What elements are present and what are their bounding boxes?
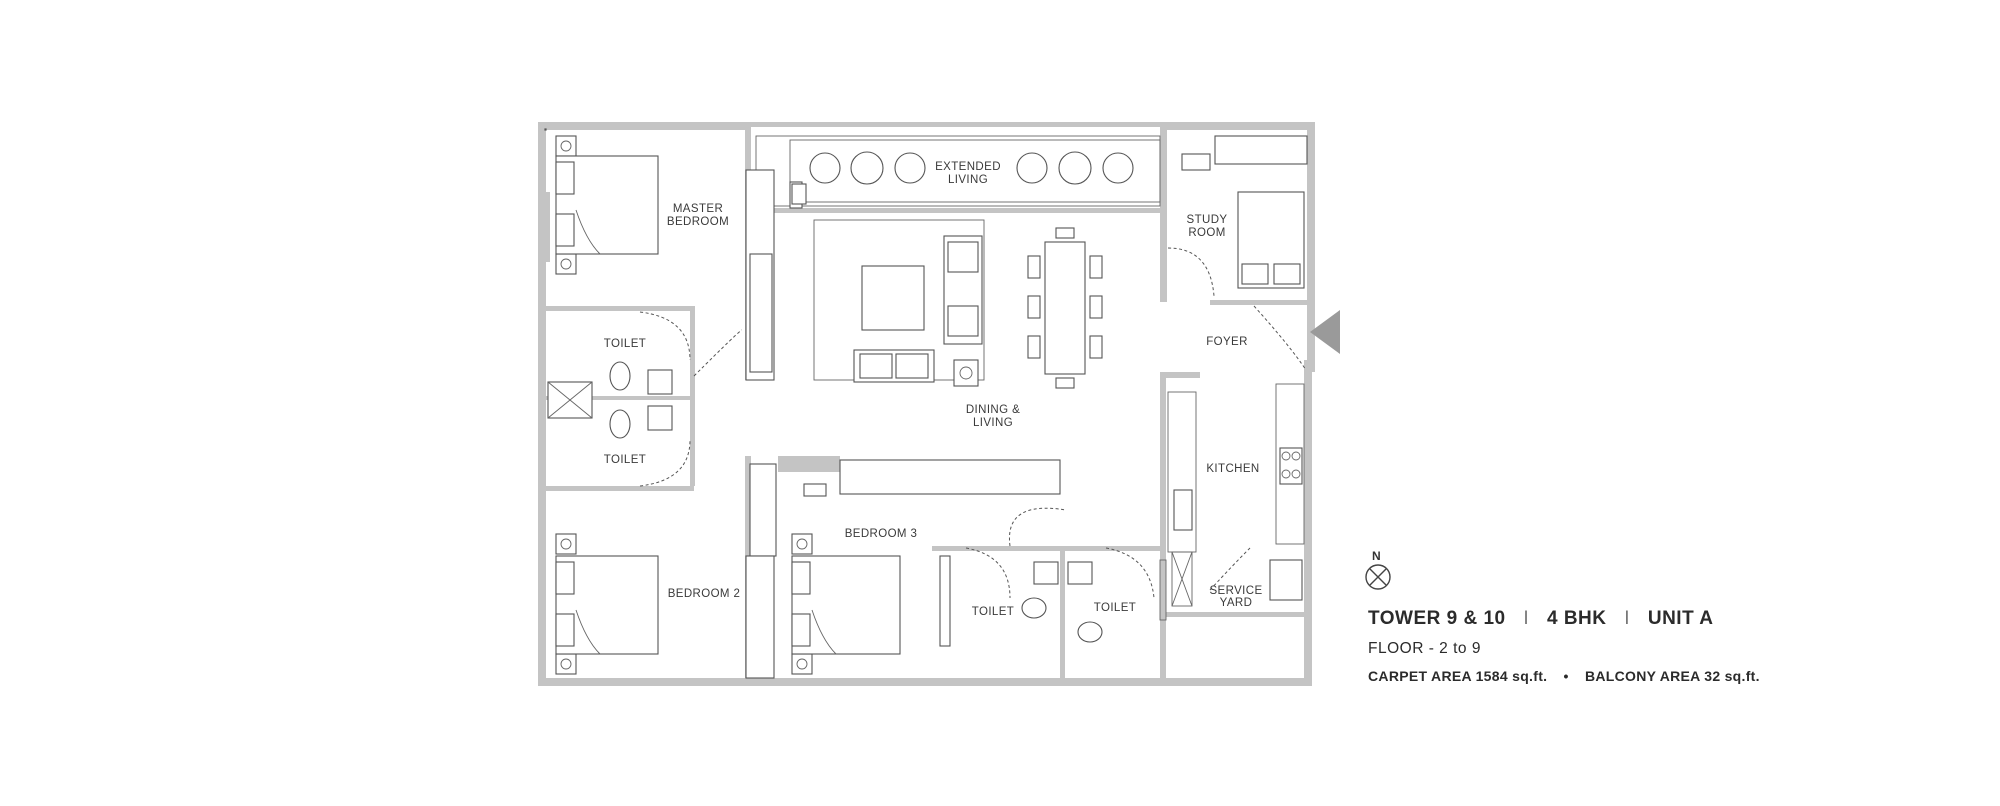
bedroom-2-furniture: [555, 463, 777, 679]
svg-text:EXTENDED: EXTENDED: [935, 161, 1001, 173]
room-label-extended-living-2: LIVING: [948, 174, 988, 186]
compass-north-icon: N: [1365, 549, 1391, 590]
room-label-toilet-4: TOILET: [1094, 602, 1136, 614]
room-label-extended-living: EXTENDED: [935, 161, 1001, 173]
room-label-kitchen: KITCHEN: [1206, 463, 1259, 475]
svg-text:YARD: YARD: [1220, 597, 1253, 609]
room-label-toilet-3: TOILET: [972, 606, 1014, 618]
unit-label: UNIT A: [1647, 608, 1714, 629]
room-label-toilet-2: TOILET: [604, 454, 646, 466]
svg-text:SERVICE: SERVICE: [1209, 585, 1262, 597]
area-summary: CARPET AREA 1584 sq.ft. • BALCONY AREA 3…: [1368, 668, 1760, 684]
svg-text:STUDY: STUDY: [1187, 214, 1228, 226]
svg-text:ROOM: ROOM: [1188, 227, 1225, 239]
balcony-area: BALCONY AREA 32 sq.ft.: [1584, 668, 1760, 684]
carpet-area: CARPET AREA 1584 sq.ft.: [1368, 668, 1548, 684]
room-label-study-room-2: ROOM: [1188, 227, 1225, 239]
room-label-service-yard-2: YARD: [1220, 597, 1253, 609]
living-dining-furniture: [813, 219, 1103, 389]
bullet-separator: •: [1563, 668, 1569, 684]
svg-text:BEDROOM: BEDROOM: [667, 216, 729, 228]
room-label-master-bedroom: MASTER: [673, 203, 723, 215]
room-label-bedroom-2: BEDROOM 2: [668, 588, 741, 600]
extended-living-furniture: [755, 135, 1161, 209]
unit-info-panel: TOWER 9 & 10 I 4 BHK I UNIT A FLOOR - 2 …: [1368, 608, 1760, 684]
tower-label: TOWER 9 & 10: [1368, 608, 1506, 629]
toilets-bottom-fixtures: [939, 507, 1167, 647]
bedroom-3-furniture: [791, 459, 1061, 675]
entrance-arrow-icon: [1310, 310, 1340, 354]
svg-text:MASTER: MASTER: [673, 203, 723, 215]
toilets-left-fixtures: [547, 311, 743, 487]
separator-2: I: [1624, 608, 1631, 629]
config-label: 4 BHK: [1546, 608, 1607, 629]
room-label-bedroom-3: BEDROOM 3: [845, 528, 918, 540]
room-label-dining-living: DINING &: [966, 404, 1020, 416]
outer-walls: [538, 122, 1315, 686]
svg-text:LIVING: LIVING: [948, 174, 988, 186]
interior-walls: [546, 122, 1308, 678]
study-room-furniture: [1167, 135, 1308, 297]
room-label-service-yard: SERVICE: [1209, 585, 1262, 597]
svg-text:LIVING: LIVING: [973, 417, 1013, 429]
room-label-study-room: STUDY: [1187, 214, 1228, 226]
master-bedroom-furniture: [555, 135, 807, 381]
unit-heading: TOWER 9 & 10 I 4 BHK I UNIT A: [1368, 608, 1760, 630]
foyer-elements: [1253, 305, 1340, 371]
room-label-master-bedroom-2: BEDROOM: [667, 216, 729, 228]
kitchen-fixtures: [1167, 383, 1305, 607]
room-label-toilet-1: TOILET: [604, 338, 646, 350]
separator-1: I: [1523, 608, 1530, 629]
floor-range: FLOOR - 2 to 9: [1368, 640, 1481, 657]
compass-north-label: N: [1372, 549, 1381, 563]
svg-text:DINING &: DINING &: [966, 404, 1020, 416]
room-label-foyer: FOYER: [1206, 336, 1248, 348]
room-label-dining-living-2: LIVING: [973, 417, 1013, 429]
